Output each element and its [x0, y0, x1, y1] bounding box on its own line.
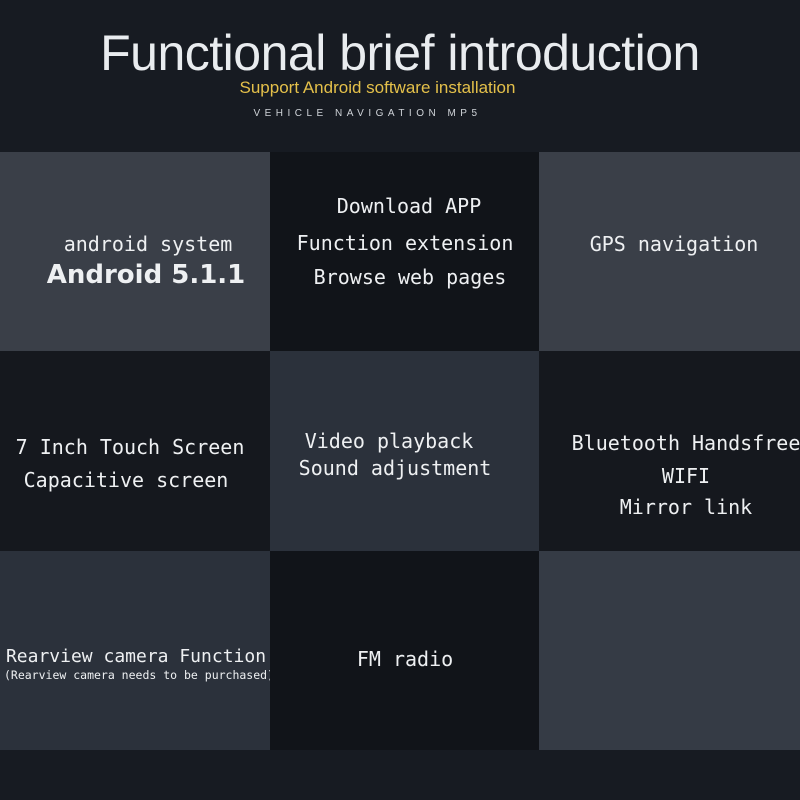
gps-label: GPS navigation	[589, 232, 759, 256]
camera-note: (Rearview camera needs to be purchased)	[3, 668, 275, 682]
media-sound: Sound adjustment	[298, 456, 492, 480]
android-system-label: android system	[63, 232, 233, 256]
feature-radio: FM radio	[270, 551, 539, 750]
page-subtitle: Support Android software installation	[239, 78, 516, 97]
camera-label: Rearview camera Function	[5, 646, 267, 667]
app-line-extension: Function extension	[296, 231, 514, 255]
feature-grid: android system Android 5.1.1 Download AP…	[0, 152, 800, 750]
app-line-browse: Browse web pages	[313, 265, 507, 289]
header: Functional brief introduction Support An…	[0, 0, 800, 152]
feature-wireless: Bluetooth Handsfree WIFI Mirror link	[539, 351, 800, 551]
feature-media: Video playback Sound adjustment	[270, 351, 539, 551]
product-tagline: VEHICLE NAVIGATION MP5	[253, 108, 482, 119]
page-title: Functional brief introduction	[100, 25, 700, 81]
screen-size: 7 Inch Touch Screen	[15, 435, 245, 459]
screen-type: Capacitive screen	[23, 468, 229, 492]
wireless-mirror: Mirror link	[619, 495, 753, 519]
app-line-download: Download APP	[336, 194, 482, 218]
feature-screen: 7 Inch Touch Screen Capacitive screen	[0, 351, 270, 551]
feature-empty-tile	[539, 551, 800, 750]
android-version: Android 5.1.1	[46, 260, 246, 290]
footer-band	[0, 750, 800, 800]
feature-gps: GPS navigation	[539, 152, 800, 351]
media-video: Video playback	[304, 429, 474, 453]
feature-app: Download APP Function extension Browse w…	[270, 152, 539, 351]
wireless-wifi: WIFI	[661, 464, 711, 488]
feature-android: android system Android 5.1.1	[0, 152, 270, 351]
wireless-bluetooth: Bluetooth Handsfree	[571, 431, 800, 455]
radio-label: FM radio	[356, 647, 454, 671]
feature-camera: Rearview camera Function (Rearview camer…	[0, 551, 274, 750]
